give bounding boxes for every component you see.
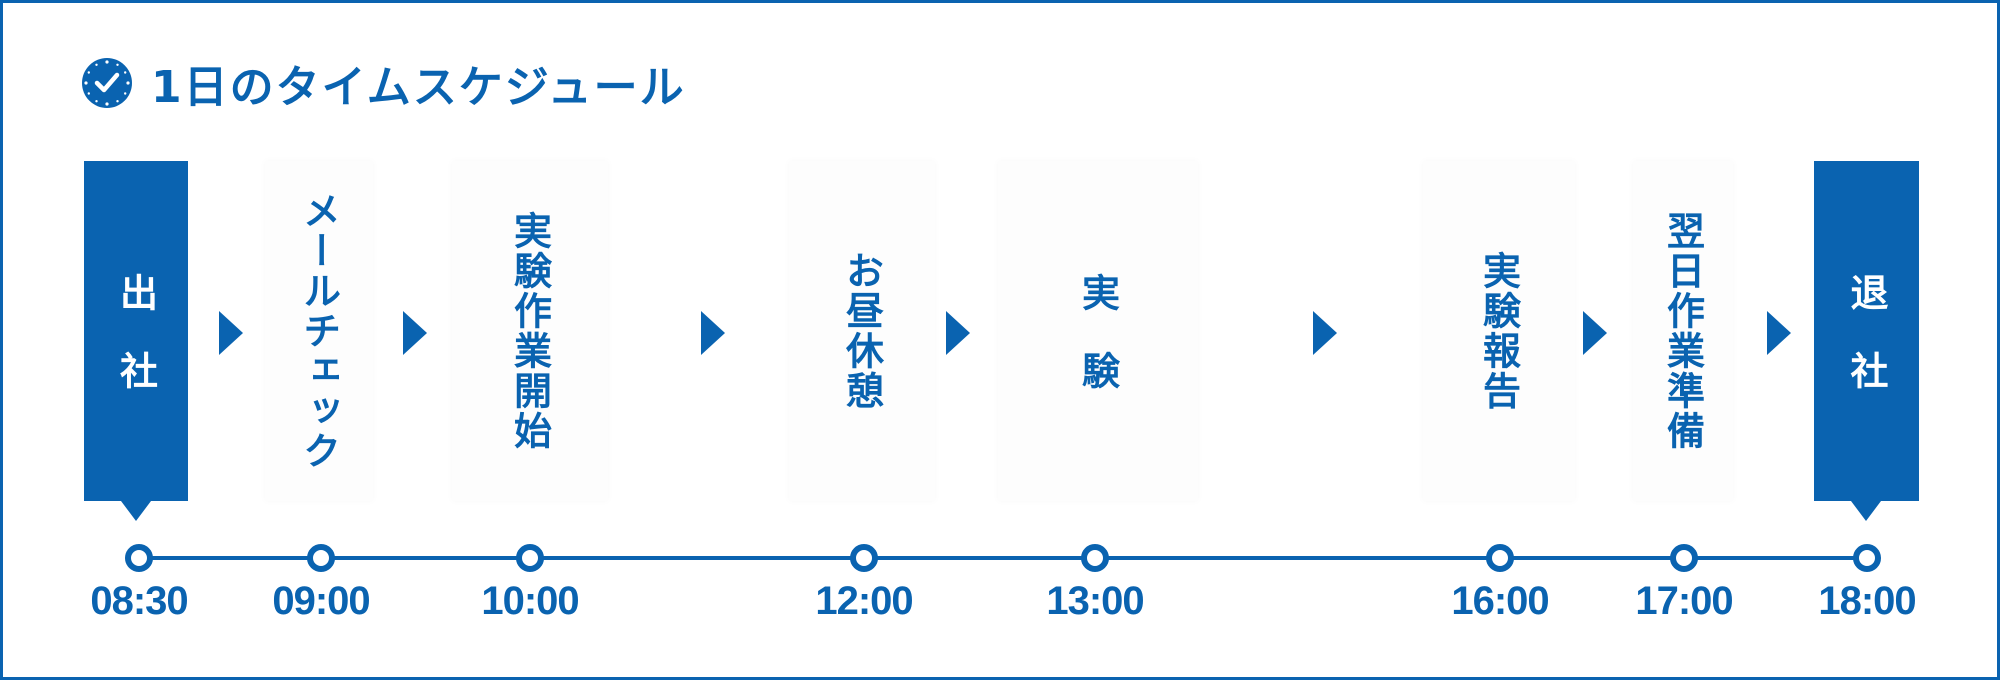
event-label: お昼休憩 (839, 251, 884, 411)
event-label: 実験 (1075, 273, 1120, 429)
clock-icon (82, 58, 132, 108)
timeline-line (139, 556, 1867, 560)
event-card-report: 実験報告 (1423, 161, 1575, 501)
timeline-dot (1081, 544, 1109, 572)
event-label: メールチェック (296, 191, 341, 471)
timeline-dot (1853, 544, 1881, 572)
event-card-leave: 退社 (1814, 161, 1919, 521)
time-label: 12:00 (815, 579, 913, 623)
timeline-dot (1486, 544, 1514, 572)
time-label: 17:00 (1635, 579, 1733, 623)
event-card-experiment-start: 実験作業開始 (452, 161, 608, 501)
triangle-right-icon (1767, 311, 1791, 355)
title-row: 1日のタイムスケジュール (81, 53, 686, 113)
triangle-right-icon (403, 311, 427, 355)
triangle-right-icon (1583, 311, 1607, 355)
pointer-arrow (121, 501, 151, 521)
event-card-experiment: 実験 (998, 161, 1198, 501)
event-label: 実験作業開始 (507, 211, 552, 451)
event-card-lunch: お昼休憩 (789, 161, 935, 501)
page-title: 1日のタイムスケジュール (151, 62, 686, 113)
timeline-dot (1670, 544, 1698, 572)
timeline-dot (516, 544, 544, 572)
triangle-right-icon (701, 311, 725, 355)
event-label: 出社 (113, 273, 158, 429)
pointer-arrow (1851, 501, 1881, 521)
event-label: 翌日作業準備 (1660, 211, 1705, 451)
time-label: 18:00 (1818, 579, 1916, 623)
time-label: 09:00 (272, 579, 370, 623)
event-card-next-day-prep: 翌日作業準備 (1633, 161, 1733, 501)
timeline-dot (307, 544, 335, 572)
time-label: 13:00 (1046, 579, 1144, 623)
event-card-mail-check: メールチェック (265, 161, 373, 501)
timeline-dot (125, 544, 153, 572)
time-label: 10:00 (481, 579, 579, 623)
time-label: 08:30 (90, 579, 188, 623)
timeline-dot (850, 544, 878, 572)
event-card-arrive: 出社 (84, 161, 188, 521)
event-label: 退社 (1844, 273, 1888, 429)
triangle-right-icon (1313, 311, 1337, 355)
time-label: 16:00 (1451, 579, 1549, 623)
event-label: 実験報告 (1476, 251, 1521, 411)
triangle-right-icon (946, 311, 970, 355)
triangle-right-icon (219, 311, 243, 355)
